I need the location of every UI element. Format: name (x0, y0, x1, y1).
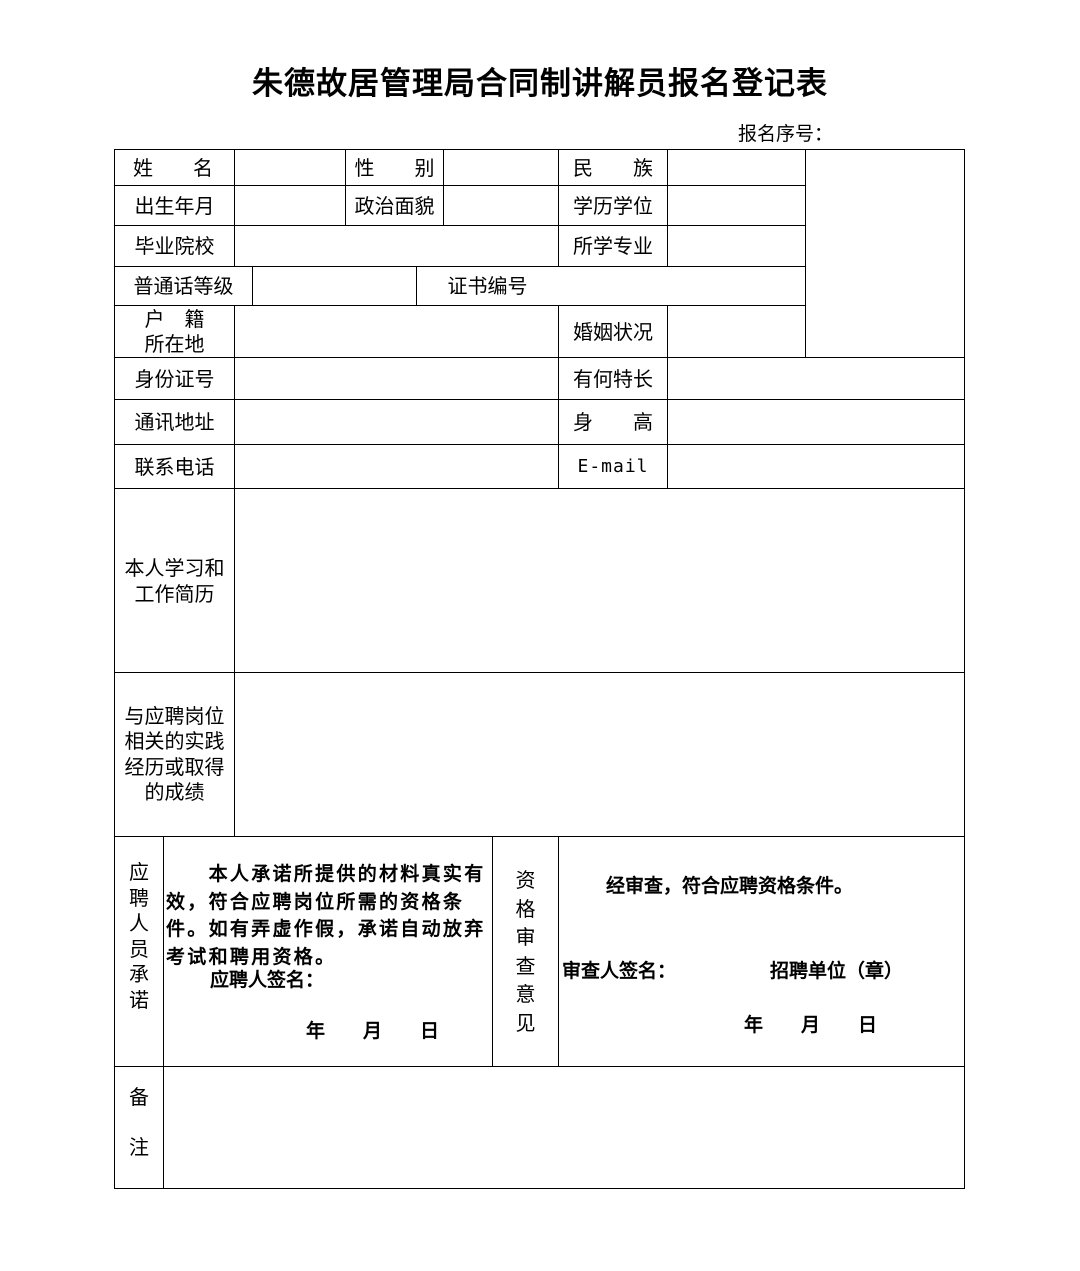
name-field[interactable] (235, 150, 345, 185)
reviewer-signature-label: 审查人签名： (562, 960, 677, 982)
resume-field[interactable] (235, 489, 964, 672)
certificate-number-label: 证书编号 (447, 274, 528, 298)
mandarin-level-field[interactable] (253, 267, 416, 305)
political-status-label: 政治面貌 (354, 193, 435, 218)
marital-status-label: 婚姻状况 (573, 319, 653, 344)
hukou-field[interactable] (235, 306, 558, 357)
photo-box[interactable] (806, 150, 964, 357)
serial-number-label: 报名序号： (738, 123, 834, 145)
education-field[interactable] (668, 186, 805, 225)
phone-label: 联系电话 (134, 454, 215, 479)
practice-experience-label: 与应聘岗位 相关的实践 经历或取得 的成绩 (124, 703, 225, 805)
promise-statement: 本人承诺所提供的材料真实有效，符合应聘岗位所需的资格条件。如有弄虚作假，承诺自动… (166, 863, 486, 968)
political-status-field[interactable] (444, 186, 558, 225)
review-opinion: 经审查，符合应聘资格条件。 (606, 875, 854, 897)
review-date: 年 月 日 (744, 1014, 878, 1036)
height-label: 身 高 (573, 410, 653, 434)
phone-field[interactable] (235, 445, 558, 488)
email-field[interactable] (668, 445, 964, 488)
hukou-label: 户 籍所在地 (144, 306, 205, 356)
birth-date-label: 出生年月 (134, 193, 215, 218)
applicant-signature-label: 应聘人签名： (210, 969, 325, 991)
qualification-review-label: 资 格 审 查 意 见 (515, 868, 536, 1035)
marital-status-field[interactable] (668, 306, 805, 357)
certificate-number-field[interactable] (559, 267, 805, 305)
address-label: 通讯地址 (134, 410, 215, 434)
school-label: 毕业院校 (134, 234, 215, 258)
remarks-field[interactable] (164, 1067, 964, 1188)
gender-field[interactable] (444, 150, 558, 185)
height-field[interactable] (668, 400, 964, 444)
mandarin-level-label: 普通话等级 (133, 274, 234, 298)
education-label: 学历学位 (573, 193, 653, 218)
remarks-label: 备 注 (129, 1085, 149, 1159)
resume-label: 本人学习和工作简历 (124, 555, 225, 606)
address-field[interactable] (235, 400, 558, 444)
id-number-field[interactable] (235, 358, 558, 399)
gender-label: 性 别 (354, 155, 435, 180)
practice-experience-field[interactable] (235, 673, 964, 836)
ethnicity-field[interactable] (668, 150, 805, 185)
recruiting-unit-seal-label: 招聘单位（章） (770, 960, 904, 982)
specialty-field[interactable] (668, 358, 964, 399)
form-title: 朱德故居管理局合同制讲解员报名登记表 (252, 66, 828, 102)
school-field[interactable] (235, 226, 558, 266)
applicant-promise-label: 应 聘 人 员 承 诺 (129, 860, 149, 1012)
ethnicity-label: 民 族 (573, 155, 653, 180)
birth-date-field[interactable] (235, 186, 345, 225)
email-label: E-mail (577, 455, 649, 477)
major-label: 所学专业 (573, 234, 653, 258)
specialty-label: 有何特长 (573, 366, 653, 391)
major-field[interactable] (668, 226, 805, 266)
id-number-label: 身份证号 (134, 366, 215, 391)
promise-date: 年 月 日 (306, 1020, 440, 1042)
name-label: 姓 名 (133, 155, 213, 180)
